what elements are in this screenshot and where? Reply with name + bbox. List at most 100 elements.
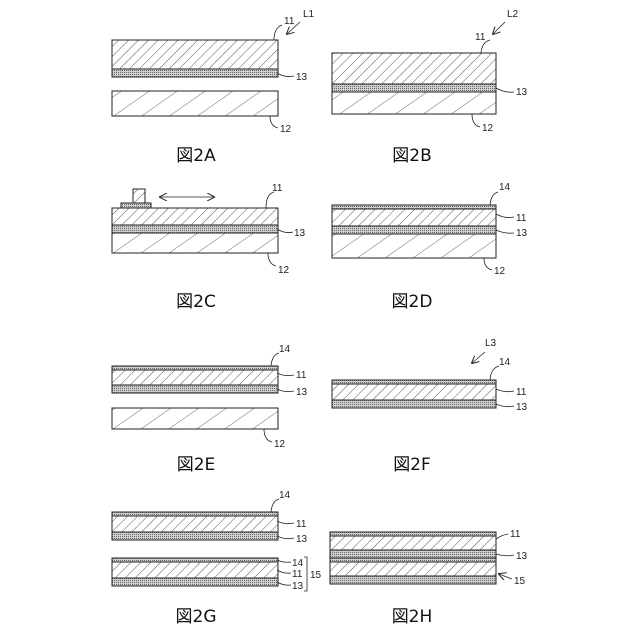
leader-12 xyxy=(472,114,480,127)
layer-13 xyxy=(112,532,278,540)
layer-11 xyxy=(112,516,278,532)
caption-2e: 図2E xyxy=(177,455,216,475)
layer-13 xyxy=(330,576,496,584)
panel-2c: 11 13 12 図2C xyxy=(112,183,306,312)
layer-12 xyxy=(112,233,278,253)
ref-13: 13 xyxy=(516,551,528,562)
leader-14 xyxy=(271,499,279,512)
layer-13 xyxy=(332,84,496,92)
ref-L1: L1 xyxy=(303,9,315,20)
ref-13: 13 xyxy=(516,402,528,413)
ref-14: 14 xyxy=(499,357,511,368)
layer-13 xyxy=(112,578,278,586)
layer-11 xyxy=(112,562,278,578)
ref-L2: L2 xyxy=(507,9,519,20)
leader-13 xyxy=(277,582,291,585)
caption-2b: 図2B xyxy=(392,146,431,166)
arrow-15 xyxy=(499,574,512,579)
leader-14 xyxy=(271,353,279,366)
caption-2g: 図2G xyxy=(176,607,217,627)
panel-2a: 11 13 12 L1 図2A xyxy=(112,9,315,166)
ref-12: 12 xyxy=(280,124,292,135)
ref-11: 11 xyxy=(510,529,521,540)
leader-11 xyxy=(277,521,294,524)
layer-14 xyxy=(330,532,496,536)
leader-13 xyxy=(496,230,514,233)
layer-13 xyxy=(332,226,496,234)
layer-13 xyxy=(112,69,278,77)
ref-15: 15 xyxy=(514,576,526,587)
panel-2h: 11 13 15 図2H xyxy=(330,529,528,627)
ref-13: 13 xyxy=(296,387,308,398)
layer-13 xyxy=(112,385,278,393)
leader-13 xyxy=(277,229,293,233)
layer-12 xyxy=(332,234,496,258)
ref-11: 11 xyxy=(272,183,283,194)
tool-head xyxy=(133,189,145,203)
leader-11 xyxy=(496,534,508,539)
leader-11 xyxy=(266,192,274,208)
leader-13 xyxy=(496,88,514,92)
leader-14 xyxy=(277,560,291,562)
leader-13 xyxy=(277,536,294,539)
panel-2f: 14 11 13 L3 図2F xyxy=(332,338,528,475)
ref-13: 13 xyxy=(296,72,308,83)
leader-14 xyxy=(490,192,498,205)
leader-11 xyxy=(277,570,291,573)
arrow-L2 xyxy=(493,22,505,34)
leader-11 xyxy=(277,373,294,376)
layer-11 xyxy=(112,40,278,69)
ref-11: 11 xyxy=(296,370,307,381)
ref-15: 15 xyxy=(310,570,322,581)
caption-2a: 図2A xyxy=(176,146,216,166)
ref-11: 11 xyxy=(475,32,486,43)
ref-L3: L3 xyxy=(485,338,497,349)
ref-11: 11 xyxy=(296,519,307,530)
layer-11 xyxy=(330,562,496,576)
ref-13: 13 xyxy=(516,228,528,239)
layer-11 xyxy=(112,370,278,385)
layer-11 xyxy=(330,536,496,550)
layer-14 xyxy=(112,366,278,370)
leader-11 xyxy=(496,214,514,218)
leader-13 xyxy=(496,554,514,556)
leader-12 xyxy=(270,116,278,128)
layer-12 xyxy=(332,92,496,114)
caption-2h: 図2H xyxy=(392,607,433,627)
layer-11 xyxy=(332,209,496,226)
layer-14 xyxy=(112,558,278,562)
leader-12 xyxy=(264,429,272,442)
ref-14: 14 xyxy=(279,344,291,355)
tool-base xyxy=(121,203,151,208)
leader-13 xyxy=(277,73,294,77)
leader-11 xyxy=(496,389,514,392)
panel-2d: 14 11 13 12 図2D xyxy=(332,182,528,312)
layer-11 xyxy=(112,208,278,225)
ref-11: 11 xyxy=(292,569,303,580)
layer-14 xyxy=(332,205,496,209)
leader-12 xyxy=(484,258,492,270)
ref-11: 11 xyxy=(516,387,527,398)
bracket-15 xyxy=(304,557,307,591)
layer-14 xyxy=(330,558,496,562)
ref-14: 14 xyxy=(292,558,304,569)
layer-14 xyxy=(112,512,278,516)
ref-12: 12 xyxy=(278,265,290,276)
leader-12 xyxy=(268,253,276,266)
arrow-L3 xyxy=(472,352,485,363)
leader-13 xyxy=(277,389,294,392)
ref-13: 13 xyxy=(296,534,308,545)
ref-12: 12 xyxy=(274,439,286,450)
ref-12: 12 xyxy=(494,266,506,277)
layer-12 xyxy=(112,408,278,429)
panel-2b: 11 13 12 L2 図2B xyxy=(332,9,528,166)
caption-2d: 図2D xyxy=(392,292,433,312)
ref-12: 12 xyxy=(482,123,494,134)
panel-2e: 14 11 13 12 図2E xyxy=(112,344,308,475)
layer-13 xyxy=(330,550,496,558)
ref-11: 11 xyxy=(516,213,527,224)
ref-13: 13 xyxy=(516,87,528,98)
layer-13 xyxy=(332,400,496,408)
leader-11 xyxy=(274,25,282,40)
